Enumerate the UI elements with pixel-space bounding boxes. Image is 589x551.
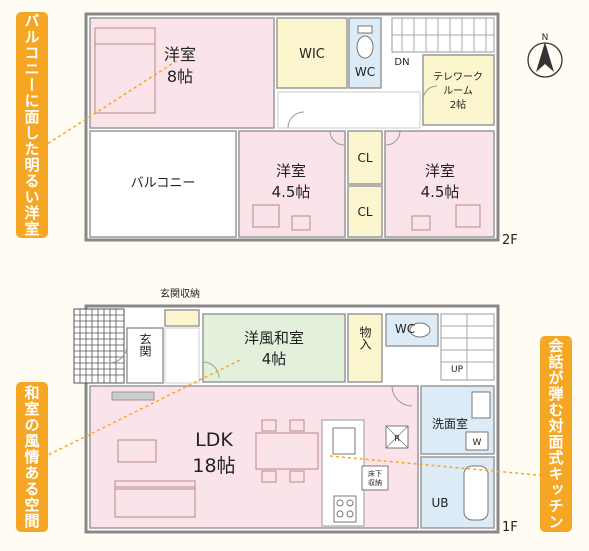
label-genkan-storage: 玄関収納 [160,287,200,300]
closet-top [347,130,383,185]
callout-line-washitsu [37,359,241,461]
label-fridge: R [394,434,400,443]
label-wic: WIC [299,47,325,62]
washer-icon [465,431,489,451]
dining-table-icon [255,432,319,470]
label-ldk-name: LDK [195,429,233,451]
toilet-icon [356,35,374,59]
genkan-storage [164,309,200,327]
label-underfloor-2: 収納 [368,478,382,487]
room-wic [276,17,348,89]
sink-icon [332,427,356,455]
desk-icon [252,204,280,228]
room-storage [347,313,383,383]
label-floor-1f: 1F [502,520,518,535]
label-room-left-name: 洋室 [276,162,306,180]
callout-kitchen: 会話が弾む対面式キッチン [540,336,572,532]
stair-1f [440,313,495,381]
label-room-right-name: 洋室 [425,162,455,180]
label-ub: UB [431,496,448,510]
label-balcony: バルコニー [131,176,196,191]
hall-2f [277,91,421,129]
label-telework-3: 2帖 [450,98,466,111]
balcony [89,130,237,238]
label-room-left-size: 4.5帖 [272,183,311,201]
label-master-size: 8帖 [167,67,193,86]
label-master-name: 洋室 [164,45,196,64]
label-washroom: 洗面室 [432,416,468,431]
porch-tile [73,308,125,384]
compass-icon [527,42,563,78]
label-floor-2f: 2F [502,233,518,248]
room-telework [422,54,495,126]
callout-washitsu: 和室の風情ある空間 [16,382,48,532]
room-genkan [126,327,164,384]
callout-line-kitchen [329,455,549,477]
room-ldk [89,385,419,529]
label-telework-1: テレワーク [433,71,483,83]
door-swing [287,111,305,129]
first-floor [73,304,500,534]
stove-icon [333,495,357,523]
label-up: UP [451,365,464,375]
label-wc-2f: WC [355,65,375,79]
label-washer: W [473,438,482,448]
label-dn: DN [394,57,409,68]
second-floor [84,12,500,242]
aircon-icon [111,391,155,401]
vanity-icon [471,391,491,419]
label-underfloor-1: 床下 [368,469,382,478]
label-washitsu-name: 洋風和室 [244,329,304,347]
compass-label: N [542,33,549,43]
label-washitsu-size: 4帖 [262,350,287,368]
stair-2f [391,17,495,53]
underfloor-storage [361,465,389,491]
sofa-icon [114,486,196,518]
bathtub-icon [463,465,489,521]
label-wc-1f: WC [395,322,415,336]
label-cl-bottom: CL [357,205,372,219]
entry-hall [164,327,200,384]
label-cl-top: CL [357,151,372,165]
closet-bottom [347,185,383,238]
tv-board-icon [117,439,157,463]
toilet-1f-icon [409,322,431,338]
label-room-right-size: 4.5帖 [421,183,460,201]
callout-line-balcony [37,59,179,151]
callout-balcony-room: バルコニーに面した明るい洋室 [16,12,48,238]
room-washitsu [202,313,346,383]
label-ldk-size: 18帖 [192,455,235,477]
room-right-4-5 [384,130,495,238]
label-telework-2: ルーム [443,85,473,97]
label-storage: 物入 [358,326,372,350]
label-genkan: 玄関 [138,332,152,357]
bed-icon [94,27,156,114]
room-master-bedroom [89,17,275,129]
